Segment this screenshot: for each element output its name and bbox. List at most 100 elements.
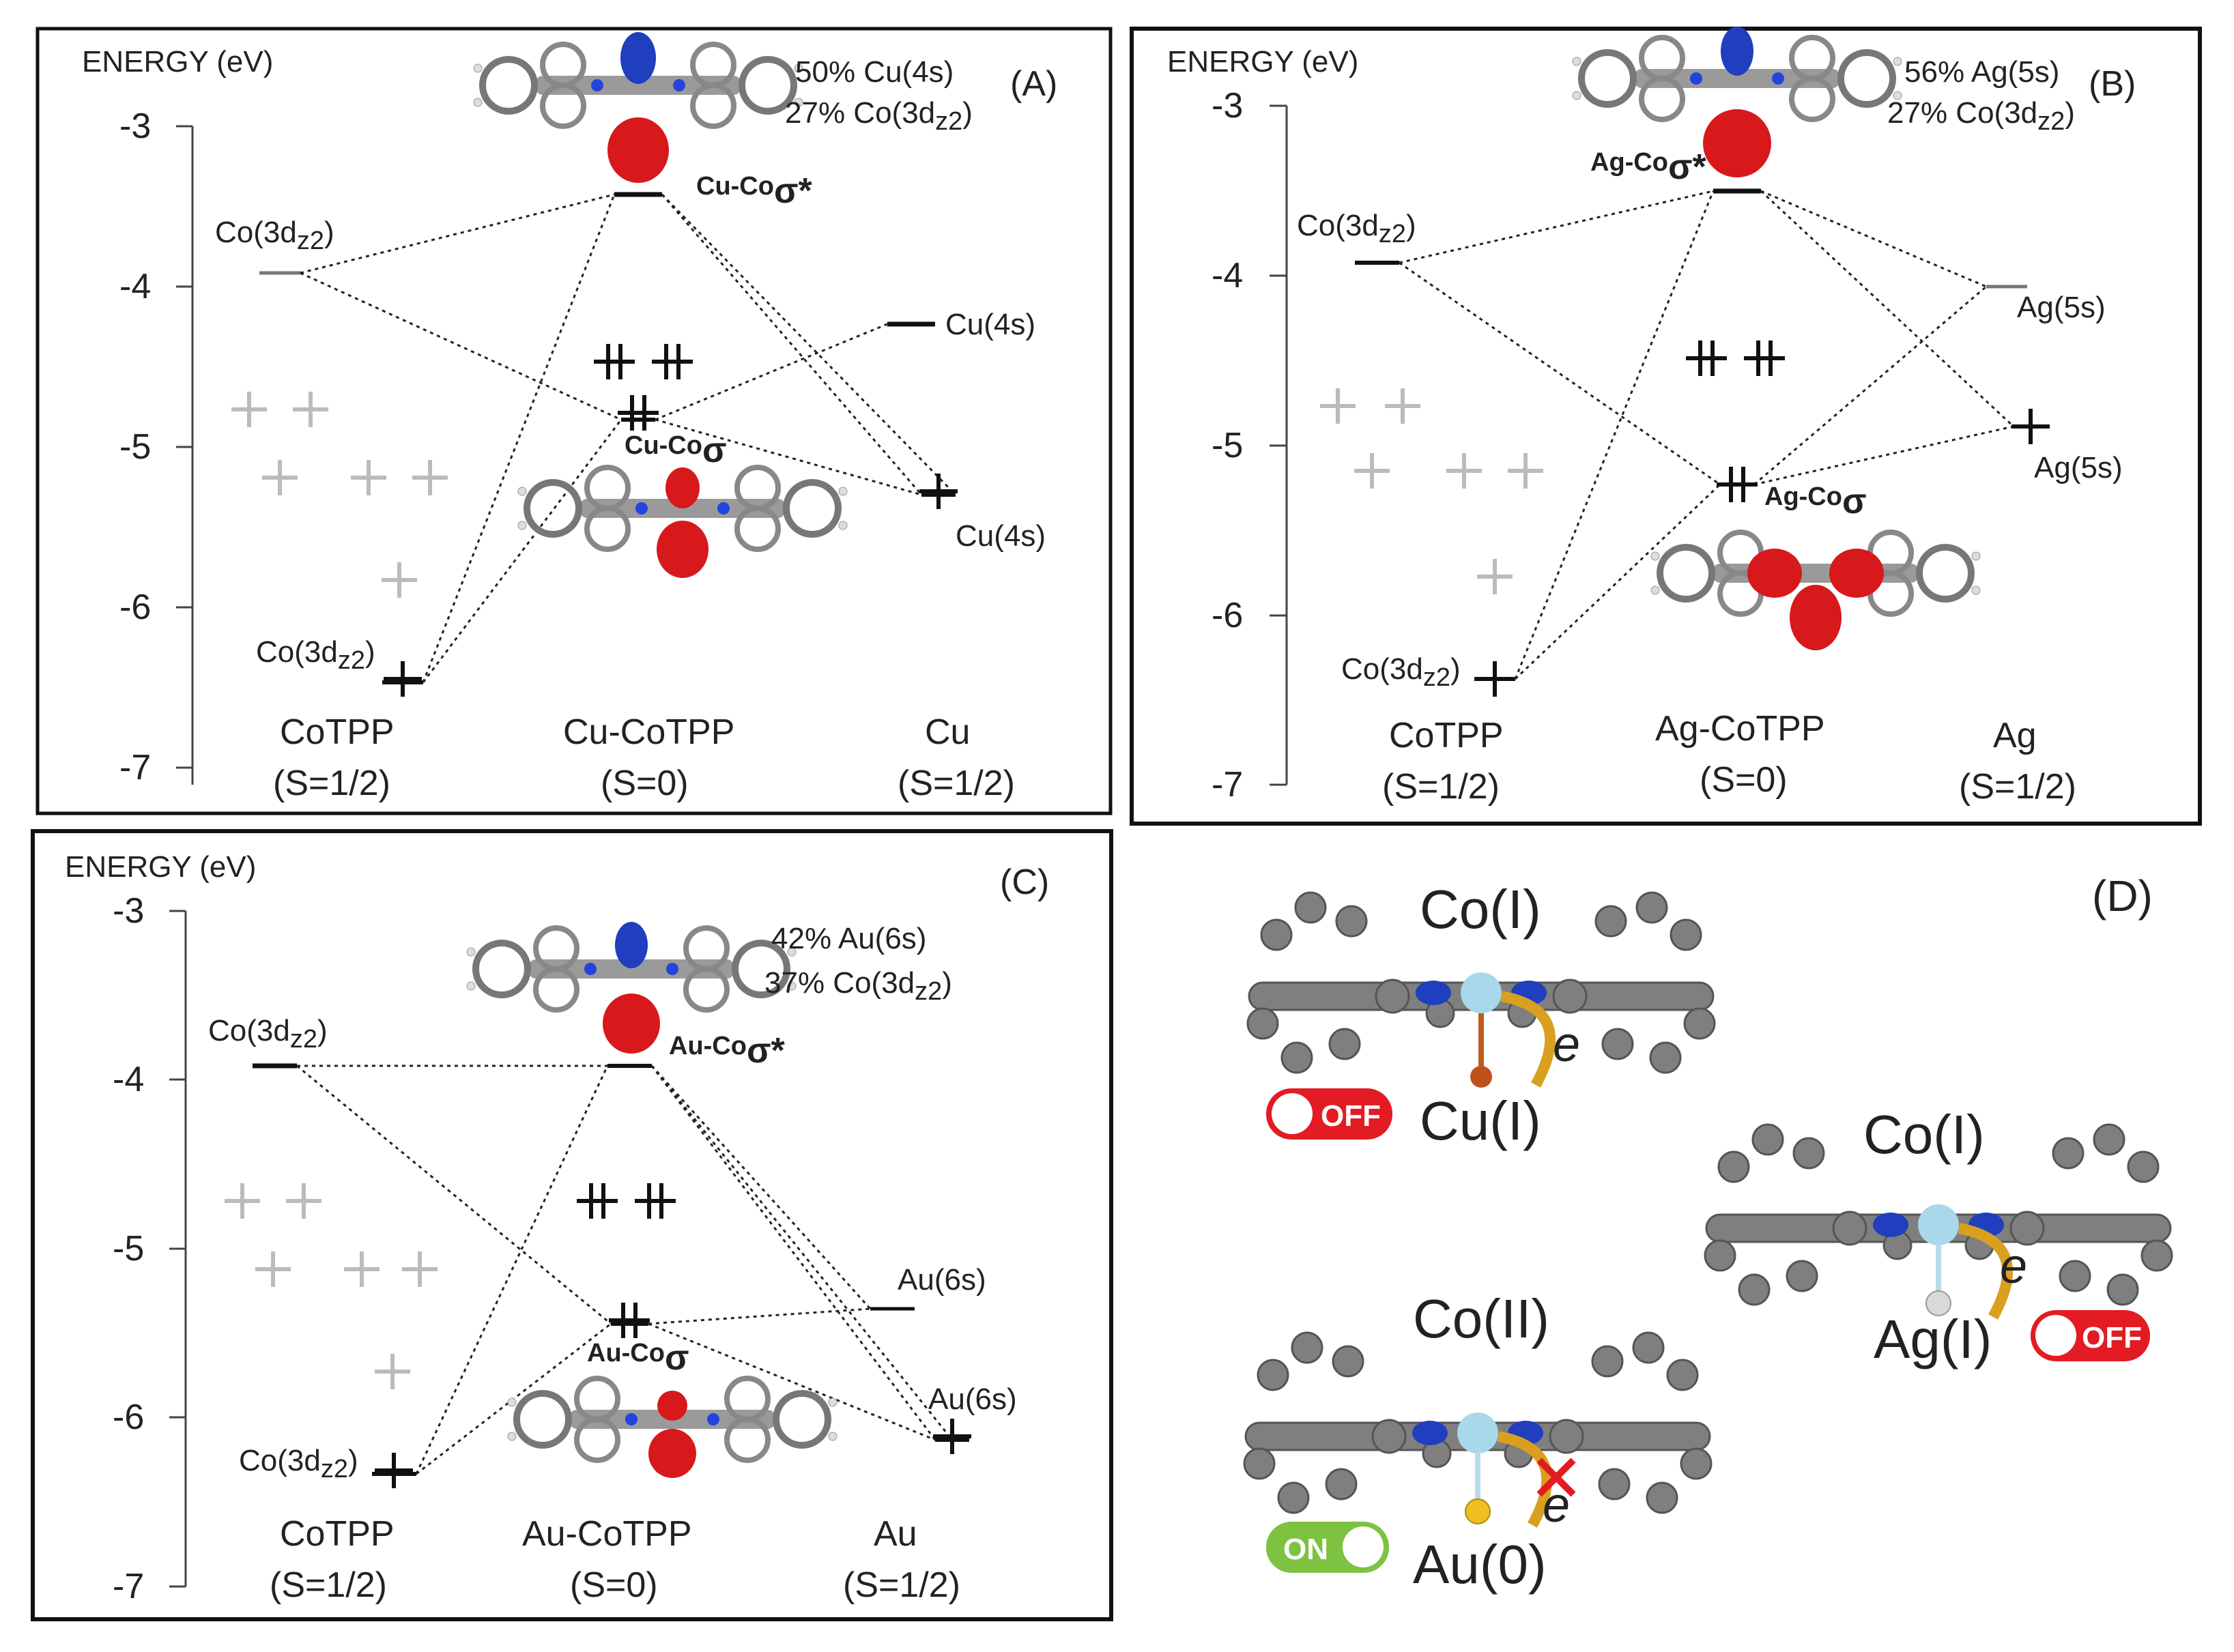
panel-c-ghost-electrons	[225, 1183, 438, 1389]
panel-b-bottom-label-3: Ag	[1993, 716, 2037, 755]
panel-b-tick-label: -6	[1212, 596, 1243, 635]
panel-c-left-upper-label: Co(3d	[208, 1014, 290, 1047]
panel-b-left-upper-sub: z2	[1379, 220, 1406, 248]
au-switch-label: ON	[1283, 1533, 1328, 1566]
svg-text:Co(3dz2): Co(3dz2)	[208, 1014, 328, 1054]
panel-b-composition-sub: z2	[2037, 107, 2065, 136]
panel-c-right-lower-label: Au(6s)	[928, 1382, 1017, 1416]
svg-text:Co(3dz2): Co(3dz2)	[1341, 652, 1461, 692]
cu-electron-label: e	[1553, 1017, 1580, 1072]
panel-b-ticks: -3 -4 -5 -6 -7	[1212, 86, 1287, 805]
panel-a-ghost-electrons	[231, 392, 448, 598]
panel-c-axis-title: ENERGY (eV)	[65, 850, 256, 884]
panel-a-left-lower-close: )	[365, 635, 375, 669]
panel-a-right-lower-label: Cu(4s)	[956, 519, 1046, 553]
panel-b-pair-electron-1	[1686, 340, 1727, 376]
svg-text:Co(3dz2): Co(3dz2)	[1297, 209, 1416, 248]
panel-b-left-lower-close: )	[1450, 652, 1461, 686]
svg-text:Co(3dz2): Co(3dz2)	[215, 216, 334, 255]
panel-a-composition-sub: z2	[935, 107, 962, 136]
svg-text:Co(3dz2): Co(3dz2)	[256, 635, 375, 675]
panel-c-tick-label: -6	[113, 1397, 144, 1437]
svg-text:Au-Coσ: Au-Coσ	[587, 1338, 689, 1378]
panel-b-composition-2: 27% Co(3d	[1887, 96, 2037, 130]
panel-a-frame	[35, 27, 1113, 815]
panel-a-left-lower-sub: z2	[338, 646, 365, 675]
panel-c-bottom-sub-3: (S=1/2)	[843, 1565, 960, 1605]
panel-a-left-upper-close: )	[324, 216, 334, 249]
panel-a-sigma-star-orbital	[474, 32, 803, 183]
panel-c-left-upper-close: )	[317, 1014, 328, 1047]
panel-a-composition-1: 50% Cu(4s)	[795, 55, 954, 89]
ag-electron-label: e	[2000, 1239, 2027, 1294]
panel-b-tick-label: -3	[1212, 86, 1243, 126]
panel-a-bottom-label-1: CoTPP	[280, 712, 395, 752]
panel-c: (C) ENERGY (eV) -3 -4 -5 -6 -7	[31, 829, 1113, 1621]
svg-text:Ag-Coσ: Ag-Coσ	[1764, 482, 1867, 521]
panel-a-pair-electron-1	[594, 344, 635, 379]
panel-b-left-upper-close: )	[1406, 209, 1416, 242]
panel-c-sigma-star-symbol: σ*	[747, 1031, 786, 1071]
au-switch[interactable]: ON	[1266, 1522, 1389, 1573]
panel-a-sigma-prefix: Cu-Co	[625, 431, 702, 460]
panel-c-sigma-star-prefix: Au-Co	[669, 1032, 747, 1060]
panel-a-left-upper-sub: z2	[297, 227, 324, 255]
panel-b-sigma-orbital	[1651, 532, 1980, 650]
panel-b-tick-label: -7	[1212, 765, 1243, 805]
svg-text:Cu-Coσ*: Cu-Coσ*	[696, 171, 813, 211]
panel-b-bottom-label-2-sub: (S=0)	[1700, 760, 1788, 800]
panel-b-ghost-electrons	[1320, 388, 1543, 594]
panel-b-tick-label: -4	[1212, 256, 1243, 295]
panel-a-tick-label: -3	[119, 106, 151, 146]
panel-a-bottom-label-2: Cu-CoTPP	[563, 712, 734, 752]
ag-structure-top-label: Co(I)	[1863, 1104, 1985, 1165]
ag-switch-label: OFF	[2082, 1321, 2142, 1354]
panel-c-co-electron	[375, 1453, 413, 1488]
panel-a-correlation-lines	[300, 193, 957, 683]
panel-a-ticks: -3 -4 -5 -6 -7	[119, 106, 192, 787]
panel-b-tick-label: -5	[1212, 426, 1243, 465]
panel-b-ag-electron	[2011, 409, 2050, 444]
panel-a-bottom-sub-1: (S=1/2)	[273, 764, 390, 803]
panel-a-sigma-symbol: σ	[702, 431, 727, 470]
panel-a-sigma-electrons	[618, 395, 659, 431]
panel-b-composition-close: )	[2065, 96, 2075, 130]
panel-a-sigma-orbital	[518, 467, 847, 578]
panel-c-pair-electron-1	[577, 1183, 618, 1219]
panel-d-letter: (D)	[2092, 871, 2153, 921]
panel-b-sigma-electrons	[1717, 467, 1758, 502]
panel-b-pair-electron-2	[1744, 340, 1785, 376]
panel-b-left-lower-label: Co(3d	[1341, 652, 1423, 686]
panel-c-bottom-sub-2: (S=0)	[570, 1565, 658, 1605]
cu-switch-label: OFF	[1321, 1099, 1381, 1133]
panel-b-axis-title: ENERGY (eV)	[1167, 45, 1358, 78]
panel-a-composition-2: 27% Co(3d	[785, 96, 935, 130]
panel-b-correlation-lines	[1399, 190, 2015, 680]
panel-c-tick-label: -5	[113, 1229, 144, 1269]
panel-b-left-upper-label: Co(3d	[1297, 209, 1379, 242]
panel-b-sigma-star-prefix: Ag-Co	[1590, 148, 1668, 177]
ag-switch[interactable]: OFF	[2031, 1310, 2150, 1361]
panel-a-sigma-star-prefix: Cu-Co	[696, 172, 774, 201]
panel-a-tick-label: -5	[119, 427, 151, 467]
svg-text:Cu-Coσ: Cu-Coσ	[625, 431, 727, 470]
panel-c-ticks: -3 -4 -5 -6 -7	[113, 891, 186, 1606]
panel-a-left-lower-label: Co(3d	[256, 635, 338, 669]
panel-a-bottom-sub-2: (S=0)	[601, 764, 689, 803]
panel-c-sigma-electrons	[609, 1303, 650, 1338]
panel-c-composition-sub: z2	[915, 977, 942, 1006]
panel-c-right-upper-label: Au(6s)	[898, 1263, 986, 1296]
panel-b-left-lower-sub: z2	[1423, 663, 1450, 692]
panel-c-composition-2: 37% Co(3d	[764, 966, 915, 1000]
panel-b-co-electron	[1476, 661, 1514, 697]
panel-a-pair-electron-2	[652, 344, 693, 379]
panel-c-correlation-lines	[296, 1064, 954, 1475]
panel-a-letter: (A)	[1010, 64, 1057, 104]
panel-b-sigma-star-symbol: σ*	[1668, 147, 1707, 187]
panel-c-tick-label: -3	[113, 891, 144, 931]
cu-switch[interactable]: OFF	[1266, 1088, 1392, 1140]
svg-text:Ag-Coσ*: Ag-Coσ*	[1590, 147, 1707, 187]
panel-c-composition-close: )	[942, 966, 952, 1000]
svg-text:Co(3dz2): Co(3dz2)	[239, 1444, 358, 1483]
panel-c-composition-1: 42% Au(6s)	[771, 922, 926, 955]
